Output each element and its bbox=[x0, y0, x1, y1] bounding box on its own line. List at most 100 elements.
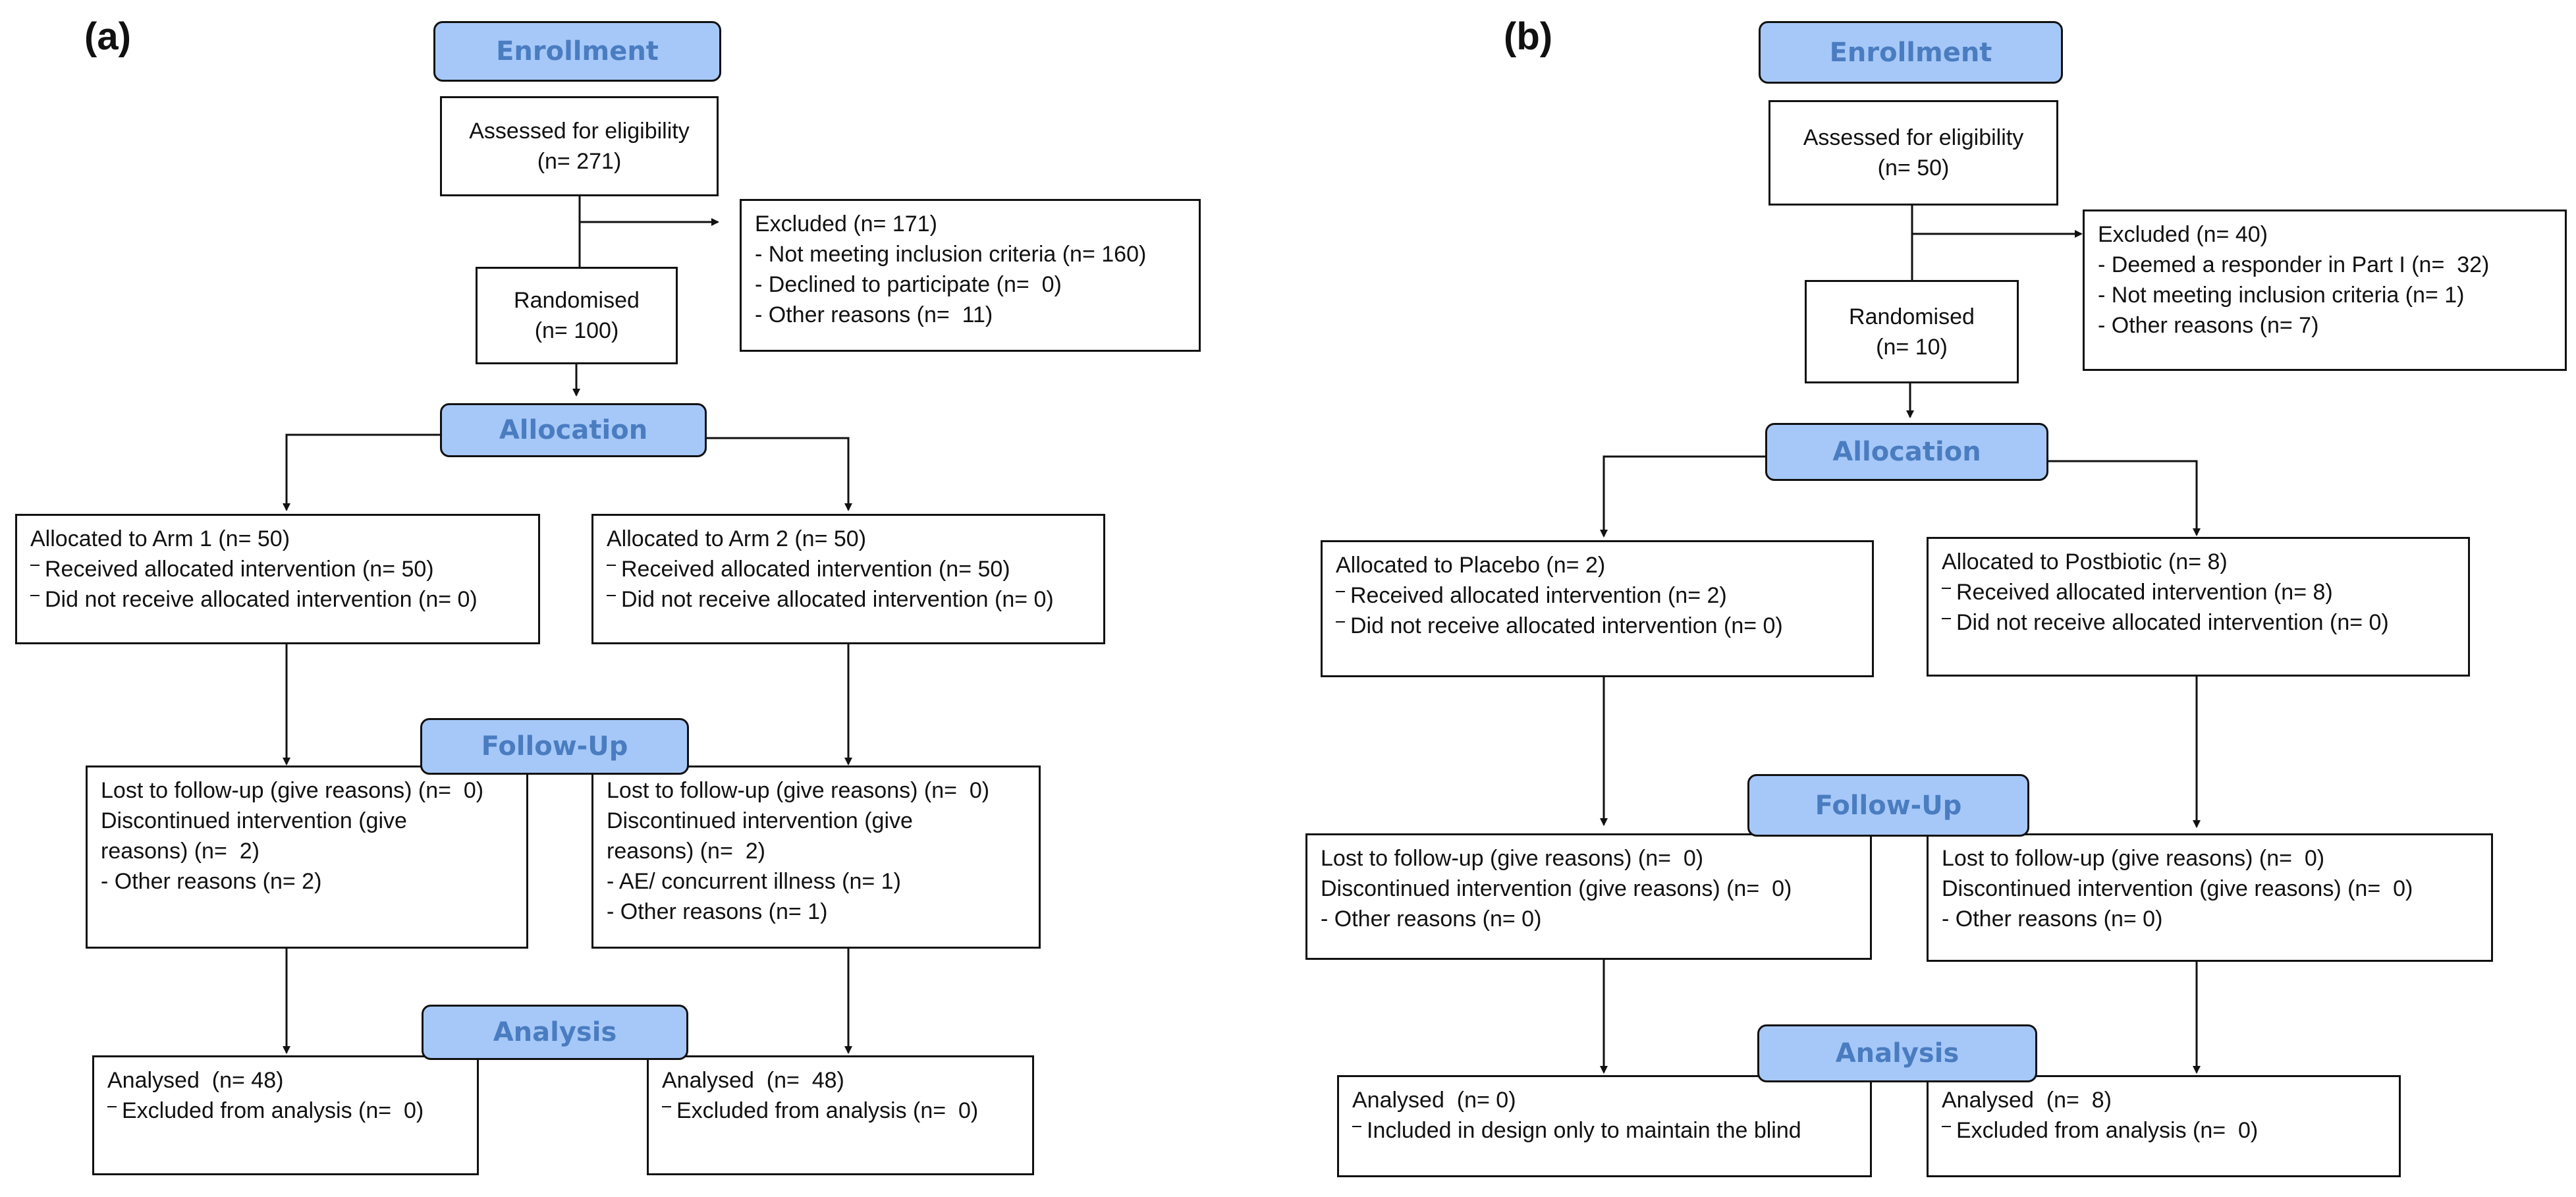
stage-allocation: Allocation bbox=[440, 403, 707, 457]
stage-enrollment: Enrollment bbox=[433, 21, 721, 82]
box-text: Excluded from analysis (n= 0) bbox=[676, 1098, 979, 1123]
box-text: Received allocated intervention (n= 8) bbox=[1956, 580, 2333, 605]
bullet-mark bbox=[30, 595, 40, 597]
box-line: Did not receive allocated intervention (… bbox=[30, 584, 525, 615]
box-line: - Other reasons (n= 0) bbox=[1321, 906, 1542, 932]
box-title: Analysed (n= 0) bbox=[1352, 1088, 1516, 1113]
box-line: Assessed for eligibility bbox=[469, 119, 690, 144]
box-line: Received allocated intervention (n= 50) bbox=[30, 554, 525, 584]
box-line: Randomised bbox=[1849, 304, 1975, 329]
box-line: (n= 100) bbox=[534, 318, 619, 343]
bullet-mark bbox=[607, 565, 616, 567]
box-line: Received allocated intervention (n= 50) bbox=[607, 554, 1090, 584]
box-line: Randomised bbox=[514, 288, 640, 313]
box-line: Excluded from analysis (n= 0) bbox=[662, 1096, 1019, 1126]
box-line: Lost to follow-up (give reasons) (n= 0) bbox=[1321, 846, 1704, 871]
randomised-box: Randomised (n= 100) bbox=[476, 267, 678, 364]
box-line: Excluded from analysis (n= 0) bbox=[1942, 1115, 2386, 1146]
box-line: - Other reasons (n= 11) bbox=[755, 302, 993, 327]
box-title: Allocated to Placebo (n= 2) bbox=[1336, 553, 1606, 578]
box-text: Excluded from analysis (n= 0) bbox=[1956, 1118, 2259, 1143]
box-line: Received allocated intervention (n= 8) bbox=[1942, 577, 2455, 607]
analysed-arm1-box: Analysed (n= 48) Excluded from analysis … bbox=[92, 1055, 479, 1175]
allocated-placebo-box: Allocated to Placebo (n= 2) Received all… bbox=[1321, 540, 1874, 677]
assessed-eligibility-box: Assessed for eligibility (n= 50) bbox=[1768, 100, 2058, 206]
box-line: Discontinued intervention (give reasons)… bbox=[1942, 876, 2413, 901]
box-line: (n= 271) bbox=[537, 149, 622, 174]
box-text: Received allocated intervention (n= 50) bbox=[621, 557, 1010, 582]
followup-arm1-box: Lost to follow-up (give reasons) (n= 0) … bbox=[86, 766, 528, 949]
box-line: - Other reasons (n= 7) bbox=[2098, 313, 2319, 338]
panel-label: (b) bbox=[1504, 15, 1553, 58]
followup-placebo-box: Lost to follow-up (give reasons) (n= 0) … bbox=[1305, 833, 1872, 960]
bullet-mark bbox=[1942, 618, 1951, 620]
box-text: Did not receive allocated intervention (… bbox=[1956, 610, 2389, 635]
box-text: Did not receive allocated intervention (… bbox=[1350, 613, 1783, 638]
box-line: - Other reasons (n= 0) bbox=[1942, 906, 2163, 932]
bullet-mark bbox=[107, 1106, 117, 1108]
box-text: Excluded from analysis (n= 0) bbox=[122, 1098, 424, 1123]
bullet-mark bbox=[1942, 588, 1951, 590]
box-line: (n= 50) bbox=[1877, 155, 1950, 181]
box-text: Received allocated intervention (n= 50) bbox=[45, 557, 434, 582]
box-title: Allocated to Postbiotic (n= 8) bbox=[1942, 549, 2228, 574]
assessed-eligibility-box: Assessed for eligibility (n= 271) bbox=[440, 96, 719, 196]
box-line: Lost to follow-up (give reasons) (n= 0) bbox=[101, 778, 484, 803]
box-line: Received allocated intervention (n= 2) bbox=[1336, 580, 1859, 611]
allocated-arm2-box: Allocated to Arm 2 (n= 50) Received allo… bbox=[591, 514, 1105, 644]
randomised-box: Randomised (n= 10) bbox=[1805, 280, 2019, 383]
analysed-postbiotic-box: Analysed (n= 8) Excluded from analysis (… bbox=[1927, 1075, 2401, 1177]
flow-diagram-b: (b) Enrollment Assessed for eligibility … bbox=[1305, 0, 2576, 1197]
box-line: - Not meeting inclusion criteria (n= 160… bbox=[755, 242, 1147, 267]
bullet-mark bbox=[607, 595, 616, 597]
box-title: Allocated to Arm 2 (n= 50) bbox=[607, 526, 867, 551]
followup-arm2-box: Lost to follow-up (give reasons) (n= 0) … bbox=[591, 766, 1041, 949]
box-line: Did not receive allocated intervention (… bbox=[607, 584, 1090, 615]
box-line: - Deemed a responder in Part I (n= 32) bbox=[2098, 252, 2490, 277]
box-line: Discontinued intervention (give bbox=[607, 808, 913, 833]
stage-followup: Follow-Up bbox=[420, 718, 689, 775]
box-line: - Declined to participate (n= 0) bbox=[755, 272, 1062, 297]
analysed-placebo-box: Analysed (n= 0) Included in design only … bbox=[1337, 1075, 1872, 1177]
stage-enrollment: Enrollment bbox=[1759, 21, 2063, 84]
bullet-mark bbox=[1336, 591, 1345, 593]
excluded-box: Excluded (n= 40) - Deemed a responder in… bbox=[2083, 209, 2567, 371]
box-title: Allocated to Arm 1 (n= 50) bbox=[30, 526, 290, 551]
allocated-arm1-box: Allocated to Arm 1 (n= 50) Received allo… bbox=[15, 514, 540, 644]
box-line: Excluded from analysis (n= 0) bbox=[107, 1096, 464, 1126]
analysed-arm2-box: Analysed (n= 48) Excluded from analysis … bbox=[647, 1055, 1034, 1175]
box-line: Included in design only to maintain the … bbox=[1352, 1115, 1857, 1146]
box-line: (n= 10) bbox=[1876, 334, 1948, 360]
box-line: Did not receive allocated intervention (… bbox=[1336, 611, 1859, 641]
box-line: reasons) (n= 2) bbox=[101, 839, 260, 864]
allocated-postbiotic-box: Allocated to Postbiotic (n= 8) Received … bbox=[1927, 537, 2470, 677]
box-title: Analysed (n= 48) bbox=[662, 1068, 844, 1093]
box-line: - Other reasons (n= 2) bbox=[101, 869, 322, 894]
connector-lines-a bbox=[283, 196, 852, 1054]
box-text: Did not receive allocated intervention (… bbox=[45, 587, 478, 612]
box-title: Analysed (n= 8) bbox=[1942, 1088, 2112, 1113]
box-line: - Other reasons (n= 1) bbox=[607, 899, 828, 924]
box-line: - AE/ concurrent illness (n= 1) bbox=[607, 869, 901, 894]
connector-lines-b bbox=[1600, 206, 2201, 1074]
box-text: Received allocated intervention (n= 2) bbox=[1350, 583, 1727, 608]
box-text: Included in design only to maintain the … bbox=[1367, 1118, 1801, 1143]
bullet-mark bbox=[1352, 1126, 1361, 1128]
bullet-mark bbox=[30, 565, 40, 567]
stage-analysis: Analysis bbox=[1757, 1024, 2037, 1082]
box-line: Discontinued intervention (give reasons)… bbox=[1321, 876, 1792, 901]
stage-analysis: Analysis bbox=[422, 1005, 688, 1060]
bullet-mark bbox=[1336, 621, 1345, 623]
flow-diagram-a: (a) Enrollment Assessed for eligibility … bbox=[15, 15, 1201, 1175]
excluded-box: Excluded (n= 171) - Not meeting inclusio… bbox=[740, 199, 1201, 352]
bullet-mark bbox=[662, 1106, 671, 1108]
stage-allocation: Allocation bbox=[1765, 423, 2048, 481]
panel-label: (a) bbox=[84, 15, 131, 58]
bullet-mark bbox=[1942, 1126, 1951, 1128]
box-text: Did not receive allocated intervention (… bbox=[621, 587, 1054, 612]
box-line: Discontinued intervention (give bbox=[101, 808, 407, 833]
box-line: Did not receive allocated intervention (… bbox=[1942, 607, 2455, 638]
box-line: Assessed for eligibility bbox=[1803, 125, 2024, 150]
box-title: Analysed (n= 48) bbox=[107, 1068, 284, 1093]
box-line: Lost to follow-up (give reasons) (n= 0) bbox=[1942, 846, 2325, 871]
